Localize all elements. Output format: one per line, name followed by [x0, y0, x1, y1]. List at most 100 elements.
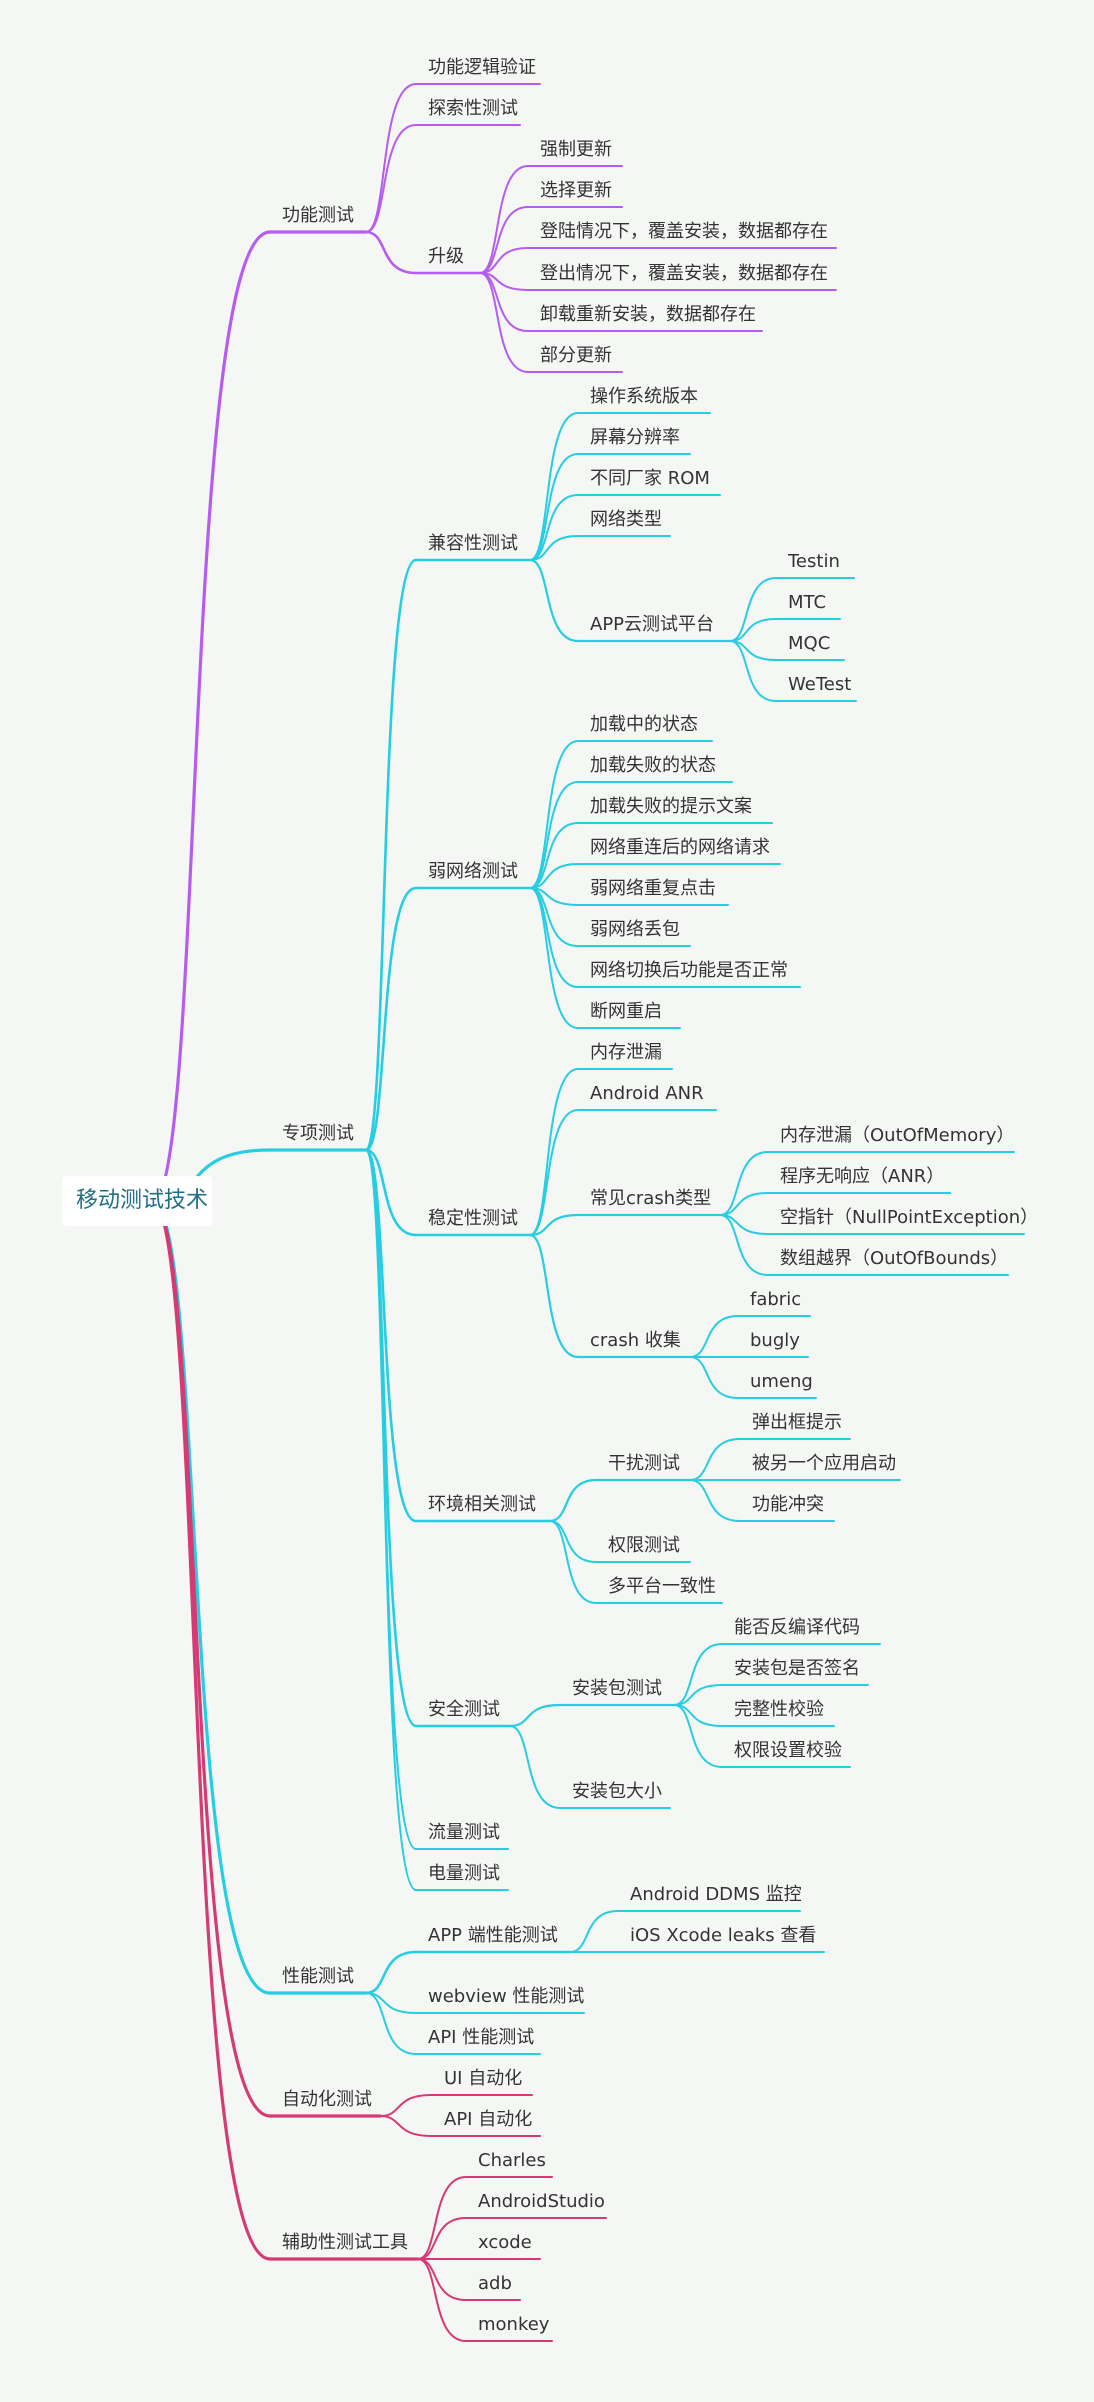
connector-n1-3-3: [479, 247, 529, 274]
connector-n2-5-1-4: [673, 1704, 723, 1768]
node-n2-5-1: 安装包测试: [572, 1678, 662, 1699]
node-n1-2: 探索性测试: [428, 98, 518, 119]
connector-n2-3-4: [528, 1233, 580, 1359]
connector-n1-2: [365, 124, 417, 233]
node-n2-3-3-3: 空指针（NullPointException）: [780, 1207, 1039, 1228]
connector-n3-1: [364, 1950, 418, 1995]
connector-n2-3-1: [529, 1068, 579, 1236]
node-n2-3-3-1: 内存泄漏（OutOfMemory）: [780, 1125, 1015, 1146]
connector-n1-3: [364, 230, 418, 275]
connector-n5-1: [417, 2176, 467, 2260]
node-n2-4-1-3: 功能冲突: [752, 1494, 824, 1515]
node-n2-1-3: 不同厂家 ROM: [590, 468, 710, 489]
connector-n5: [150, 1200, 272, 2261]
node-n5-1: Charles: [478, 2150, 546, 2171]
node-n2-1-4: 网络类型: [590, 509, 662, 530]
connector-n2-1-5-1: [729, 577, 777, 642]
connector-n2-3-2: [529, 1109, 579, 1236]
connector-n2-3-3-2: [719, 1192, 769, 1216]
connector-n2-3-3: [528, 1213, 580, 1237]
connector-n2-4-1: [548, 1478, 598, 1523]
connector-n2-5-1-2: [673, 1684, 723, 1706]
connector-n2-2-8: [529, 887, 579, 1029]
node-n2-5-1-3: 完整性校验: [734, 1699, 824, 1720]
connector-n2-4-3: [549, 1520, 597, 1604]
node-n2-2-6: 弱网络丢包: [590, 919, 680, 940]
node-n2-3-3-2: 程序无响应（ANR）: [780, 1166, 945, 1187]
connector-n5-4: [417, 2258, 467, 2301]
node-n1-3-6: 部分更新: [540, 345, 612, 366]
connector-n4-1: [379, 2094, 433, 2117]
node-n2: 专项测试: [282, 1123, 354, 1144]
node-n4-1: UI 自动化: [444, 2068, 523, 2089]
connector-n2-4-1-1: [689, 1438, 741, 1481]
node-n2-3-4-1: fabric: [750, 1289, 802, 1310]
node-n2-2-5: 弱网络重复点击: [590, 878, 716, 899]
node-n2-1-1: 操作系统版本: [590, 386, 698, 407]
node-n1-3-3: 登陆情况下，覆盖安装，数据都存在: [540, 221, 828, 242]
connector-n2-1-2: [529, 453, 579, 561]
connector-n2-4-2: [549, 1520, 597, 1563]
connector-n2-2-2: [529, 781, 579, 889]
node-n2-4: 环境相关测试: [428, 1494, 536, 1515]
node-n5-5: monkey: [478, 2314, 550, 2335]
connector-n5-5: [417, 2258, 467, 2342]
connector-n2-1-5: [528, 558, 580, 643]
connector-n2-4-1-3: [689, 1479, 741, 1522]
node-n3-1: APP 端性能测试: [428, 1925, 558, 1946]
node-n2-4-1-2: 被另一个应用启动: [752, 1453, 896, 1474]
root-node-label: 移动测试技术: [76, 1188, 209, 1213]
node-n2-2: 弱网络测试: [428, 861, 518, 882]
connector-n2-3-4-3: [689, 1356, 739, 1399]
node-n2-5-1-1: 能否反编译代码: [734, 1617, 860, 1638]
node-n2-3-3: 常见crash类型: [590, 1188, 712, 1209]
connector-n2-2: [364, 886, 418, 1152]
node-n2-5-1-4: 权限设置校验: [734, 1740, 842, 1761]
root-node-box: [62, 1176, 212, 1226]
node-n1-1: 功能逻辑验证: [428, 57, 536, 78]
node-n4: 自动化测试: [282, 2089, 372, 2110]
connector-n1: [150, 230, 272, 1204]
node-n2-7: 电量测试: [428, 1863, 500, 1884]
connector-n2-3-4-1: [689, 1315, 739, 1358]
node-n2-5-2: 安装包大小: [572, 1781, 662, 1802]
node-n1-3-5: 卸载重新安装，数据都存在: [540, 304, 756, 325]
node-n2-4-3: 多平台一致性: [608, 1576, 716, 1597]
connector-n2-1-5-4: [729, 640, 777, 702]
connector-n1-1: [365, 83, 417, 233]
node-n5: 辅助性测试工具: [282, 2232, 408, 2253]
connector-n2-1-1: [529, 412, 579, 561]
connector-n3-2: [365, 1992, 417, 2014]
node-n2-2-2: 加载失败的状态: [590, 755, 716, 776]
connector-n1-3-5: [479, 272, 529, 332]
connector-n2-6: [365, 1149, 417, 1850]
connector-n4-2: [379, 2115, 433, 2137]
connector-n1-3-2: [479, 206, 529, 274]
connector-n3-3: [365, 1992, 417, 2055]
connector-n2-2-3: [529, 822, 579, 889]
node-n3-1-2: iOS Xcode leaks 查看: [630, 1925, 817, 1946]
node-n2-1-5-1: Testin: [788, 551, 840, 572]
node-n1-3-2: 选择更新: [540, 180, 612, 201]
node-n2-1-5-2: MTC: [788, 592, 827, 613]
node-n1-3-4: 登出情况下，覆盖安装，数据都存在: [540, 263, 828, 284]
node-n2-3-2: Android ANR: [590, 1083, 704, 1104]
node-n2-4-1-1: 弹出框提示: [752, 1412, 842, 1433]
connector-n2-4: [364, 1148, 418, 1523]
node-n2-2-1: 加载中的状态: [590, 714, 698, 735]
node-n2-6: 流量测试: [428, 1822, 500, 1843]
node-n5-3: xcode: [478, 2232, 532, 2253]
connector-n2-5-2: [509, 1725, 561, 1809]
connector-n2-5-1-1: [673, 1643, 723, 1706]
node-n2-3-4-3: umeng: [750, 1371, 813, 1392]
node-n2-2-4: 网络重连后的网络请求: [590, 837, 770, 858]
connector-n2-1: [364, 558, 418, 1152]
connector-n1-3-1: [479, 165, 529, 274]
node-n2-3-3-4: 数组越界（OutOfBounds）: [780, 1248, 1009, 1269]
connector-n2-1-4: [529, 535, 579, 561]
node-n2-1-5-3: MQC: [788, 633, 831, 654]
node-n4-2: API 自动化: [444, 2109, 533, 2130]
connector-n2-1-5-2: [729, 618, 777, 642]
